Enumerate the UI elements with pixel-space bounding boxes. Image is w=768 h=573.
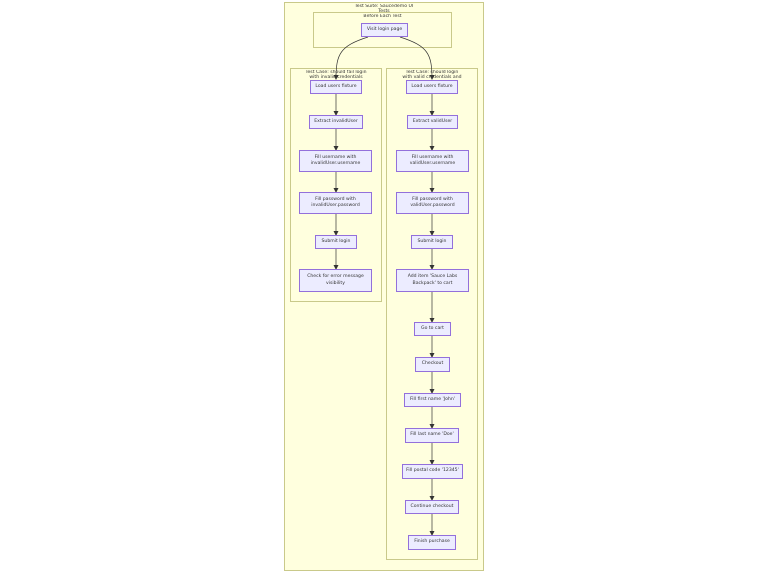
node-fail-extract-invalid-user: Extract invalidUser: [309, 115, 363, 129]
fail-case-cluster: Test Case: should fail login with invali…: [290, 68, 382, 302]
node-pass-fill-username: Fill username with validUser.username: [396, 150, 469, 172]
node-fail-check-error: Check for error message visibility: [299, 269, 372, 292]
node-pass-checkout: Checkout: [415, 357, 450, 372]
node-fail-submit-login: Submit login: [315, 235, 357, 249]
node-pass-finish-purchase: Finish purchase: [408, 535, 456, 550]
node-pass-fill-first-name: Fill first name 'John': [404, 393, 461, 407]
node-pass-continue-checkout: Continue checkout: [405, 500, 459, 514]
node-pass-add-item-to-cart: Add item 'Sauce Labs Backpack' to cart: [396, 269, 469, 292]
before-each-title: Before Each Test: [363, 14, 402, 19]
node-pass-fill-password: Fill password with validUser.password: [396, 192, 469, 214]
node-pass-fill-last-name: Fill last name 'Doe': [405, 428, 459, 443]
fail-case-title: Test Case: should fail login with invali…: [305, 70, 367, 80]
node-fail-load-users-fixture: Load users fixture: [310, 80, 362, 94]
node-pass-load-users-fixture: Load users fixture: [406, 80, 458, 94]
node-pass-extract-valid-user: Extract validUser: [407, 115, 458, 129]
node-visit-login-page: Visit login page: [361, 23, 408, 37]
node-fail-fill-password: Fill password with invalidUser.password: [299, 192, 372, 214]
node-pass-fill-postal-code: Fill postal code '12345': [402, 464, 463, 479]
node-pass-go-to-cart: Go to cart: [414, 322, 451, 336]
pass-case-cluster: Test Case: should login with valid crede…: [386, 68, 478, 560]
node-pass-submit-login: Submit login: [411, 235, 453, 249]
suite-title: Test Suite: Saucedemo UI Tests: [354, 4, 414, 14]
pass-case-title: Test Case: should login with valid crede…: [402, 70, 462, 80]
node-fail-fill-username: Fill username with invalidUser.username: [299, 150, 372, 172]
